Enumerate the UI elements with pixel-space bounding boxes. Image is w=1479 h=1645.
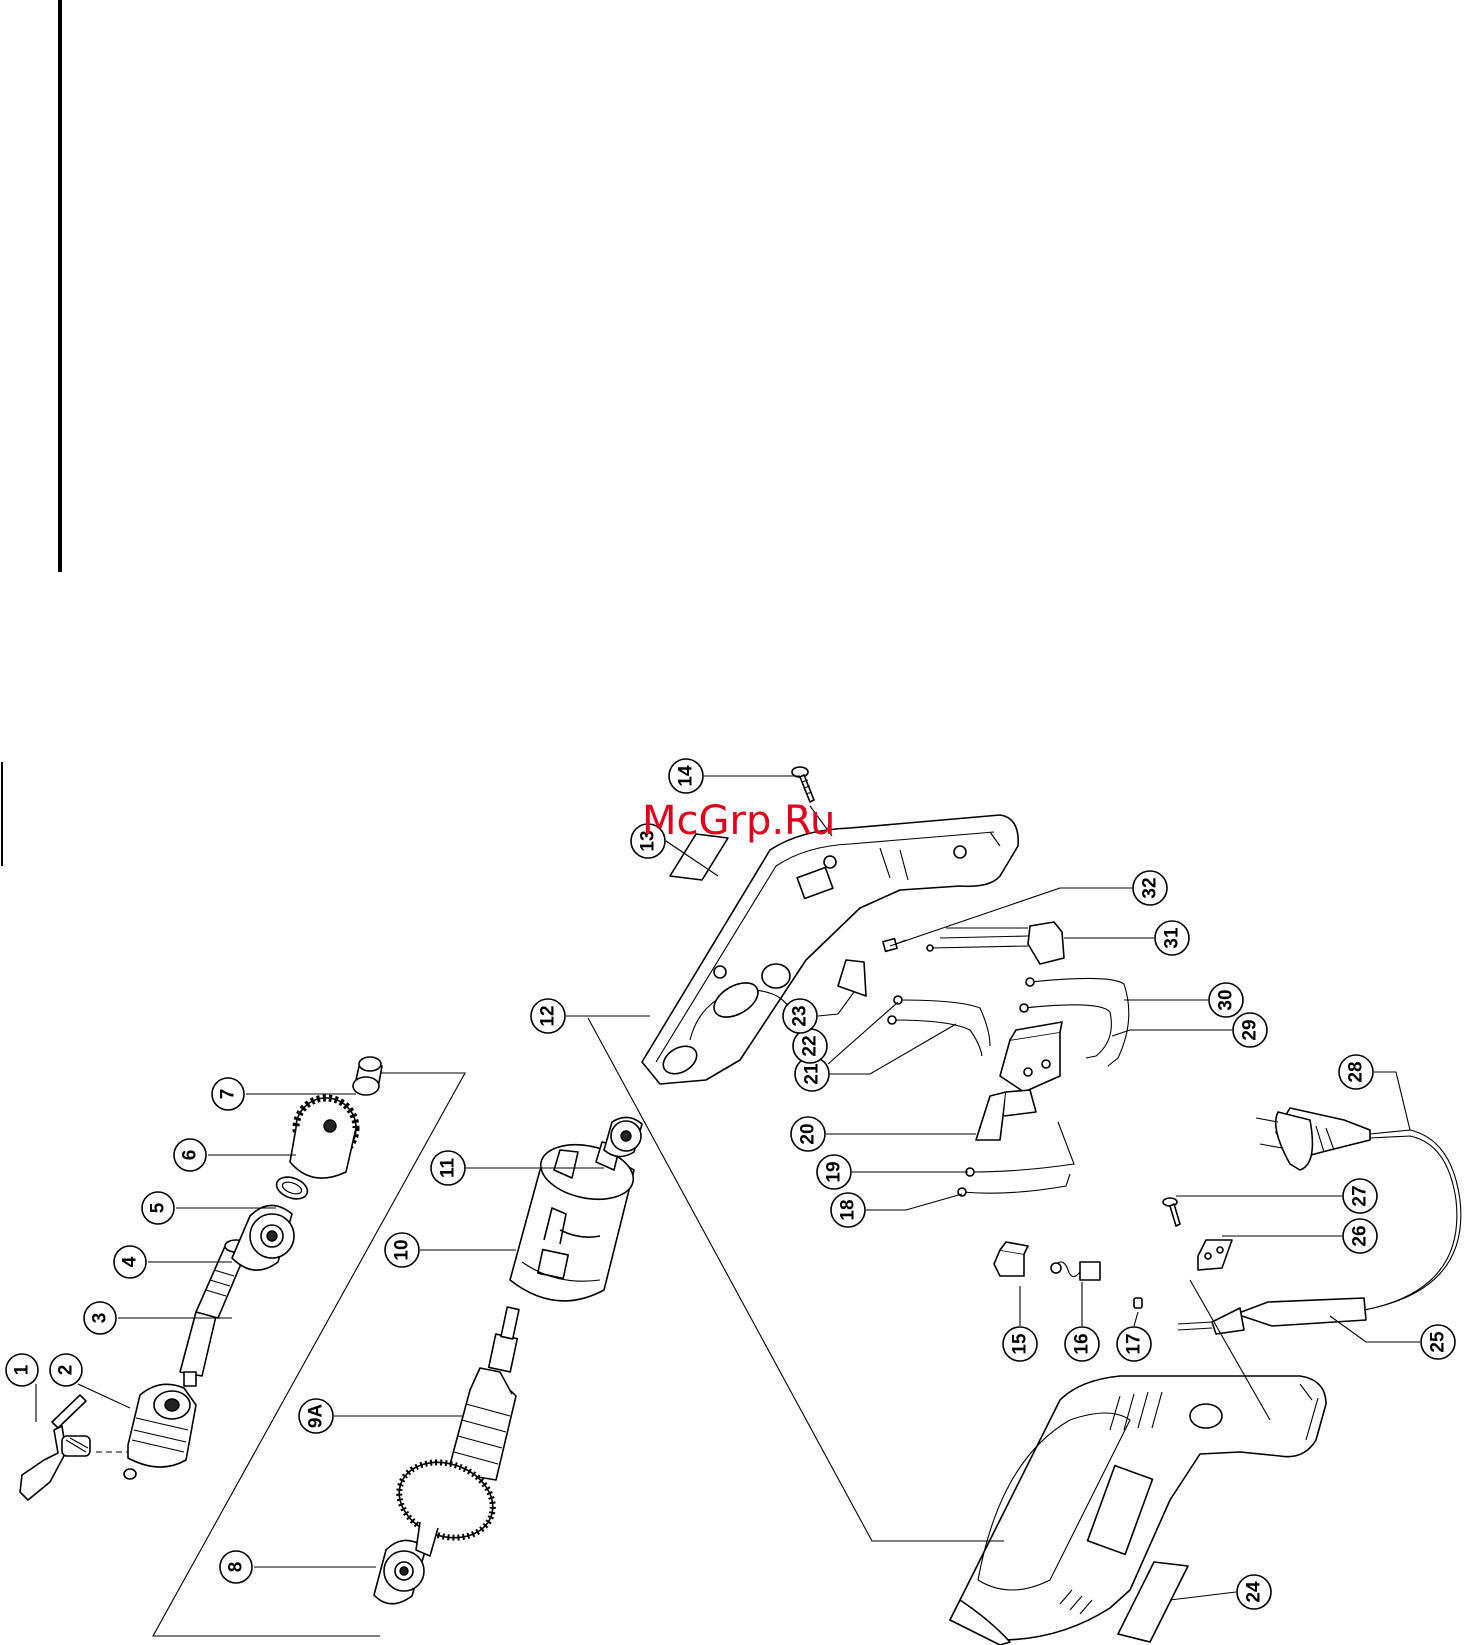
- callout-18: 18: [831, 1193, 865, 1227]
- svg-text:19: 19: [824, 1161, 845, 1182]
- callout-27: 27: [1343, 1179, 1377, 1213]
- svg-text:2: 2: [56, 1365, 77, 1376]
- svg-text:28: 28: [1346, 1061, 1367, 1082]
- svg-text:32: 32: [1140, 877, 1161, 898]
- leader-lines: [36, 776, 1420, 1600]
- svg-text:30: 30: [1216, 989, 1237, 1010]
- callout-19: 19: [817, 1155, 851, 1189]
- svg-text:6: 6: [180, 1150, 201, 1161]
- callout-1: 1: [6, 1354, 38, 1386]
- callout-25: 25: [1421, 1325, 1455, 1359]
- callout-6: 6: [174, 1139, 206, 1171]
- callout-5: 5: [142, 1192, 174, 1224]
- part-gear: [290, 1098, 356, 1178]
- svg-text:21: 21: [802, 1063, 823, 1085]
- svg-text:26: 26: [1350, 1225, 1371, 1246]
- part-brush-holder: [994, 1242, 1028, 1276]
- callout-20: 20: [791, 1117, 825, 1151]
- callout-22: 22: [793, 1029, 827, 1063]
- svg-text:23: 23: [790, 1005, 811, 1026]
- callout-8: 8: [220, 1551, 252, 1583]
- callout-30: 30: [1209, 983, 1243, 1017]
- callout-31: 31: [1155, 921, 1189, 955]
- svg-text:25: 25: [1428, 1331, 1449, 1353]
- callout-12: 12: [531, 999, 565, 1033]
- callout-15: 15: [1003, 1327, 1037, 1361]
- part-wire-18: [962, 1174, 1070, 1193]
- callout-23: 23: [783, 999, 817, 1033]
- part-wire-30-terminal: [1026, 978, 1034, 986]
- part-wire-22-terminal: [894, 996, 902, 1004]
- svg-text:1: 1: [12, 1364, 33, 1375]
- svg-text:8: 8: [226, 1562, 247, 1573]
- part-cap-17: [1134, 1298, 1142, 1308]
- callout-32: 32: [1133, 871, 1167, 905]
- callout-26: 26: [1343, 1219, 1377, 1253]
- callout-9A: 9A: [299, 1399, 333, 1433]
- part-armature: [389, 1307, 519, 1556]
- svg-text:4: 4: [120, 1256, 141, 1267]
- callout-4: 4: [114, 1246, 146, 1278]
- part-bearing-4: [232, 1205, 294, 1270]
- part-label-23: [838, 960, 866, 996]
- callout-16: 16: [1065, 1327, 1099, 1361]
- svg-text:7: 7: [218, 1089, 239, 1100]
- svg-text:29: 29: [1240, 1019, 1261, 1040]
- part-switch: [976, 1022, 1062, 1140]
- svg-text:15: 15: [1010, 1333, 1031, 1355]
- part-chuck: [96, 1384, 196, 1479]
- part-wire-21: [892, 1020, 982, 1056]
- callout-2: 2: [50, 1354, 82, 1386]
- callout-17: 17: [1117, 1327, 1151, 1361]
- svg-text:24: 24: [1244, 1581, 1265, 1603]
- part-wire-21-terminal: [888, 1016, 896, 1024]
- callout-14: 14: [669, 759, 703, 793]
- part-screw-14: [792, 767, 814, 802]
- part-carbon-brush: [1051, 1262, 1100, 1280]
- part-wire-29-terminal: [1020, 1004, 1028, 1012]
- part-cord-armor: [1178, 1298, 1366, 1334]
- svg-text:10: 10: [392, 1239, 413, 1260]
- part-bearing-11: [604, 1117, 642, 1156]
- svg-text:9A: 9A: [306, 1404, 327, 1429]
- svg-text:5: 5: [148, 1202, 169, 1213]
- callout-28: 28: [1339, 1055, 1373, 1089]
- callout-7: 7: [212, 1078, 244, 1110]
- svg-text:20: 20: [798, 1123, 819, 1144]
- callout-29: 29: [1233, 1013, 1267, 1047]
- svg-text:27: 27: [1350, 1185, 1371, 1206]
- callout-11: 11: [431, 1151, 465, 1185]
- callout-10: 10: [385, 1233, 419, 1267]
- part-field-stator: [510, 1137, 638, 1301]
- watermark-text: McGrp.Ru: [642, 798, 835, 844]
- svg-text:3: 3: [90, 1313, 111, 1324]
- svg-text:11: 11: [438, 1158, 459, 1179]
- part-noise-suppressor: [927, 922, 1064, 964]
- svg-text:18: 18: [838, 1199, 859, 1220]
- part-chuck-key: [20, 1395, 90, 1500]
- svg-text:17: 17: [1124, 1333, 1145, 1354]
- callout-3: 3: [84, 1302, 116, 1334]
- svg-text:31: 31: [1162, 927, 1183, 949]
- svg-text:12: 12: [538, 1005, 559, 1026]
- part-screw-27: [1163, 1198, 1180, 1226]
- part-cord-clip: [1198, 1240, 1232, 1270]
- callout-layer: 1 2 3 4 5 6 7 8 9A 10 11: [6, 759, 1455, 1609]
- callout-24: 24: [1237, 1575, 1271, 1609]
- part-bushing-7: [353, 1057, 382, 1095]
- svg-text:16: 16: [1072, 1333, 1093, 1354]
- svg-text:14: 14: [676, 765, 697, 787]
- svg-text:22: 22: [800, 1035, 821, 1056]
- part-retaining-ring: [274, 1173, 311, 1203]
